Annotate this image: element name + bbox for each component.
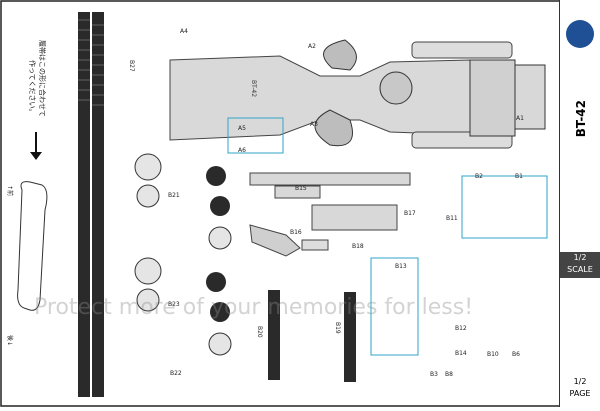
page-box: 1/2 PAGE (560, 376, 600, 402)
guide-box-b13 (370, 257, 419, 356)
part-label-b20: B20 (256, 326, 263, 338)
hull-piece (169, 39, 546, 149)
track-shape-guide (17, 181, 48, 311)
wheel-set-upper (134, 153, 232, 250)
part-label-b17: B17 (404, 210, 416, 217)
assembly-note-line-2: 作ってください。 (28, 60, 37, 115)
part-label-b22: B22 (170, 370, 182, 377)
hull-marking: BT-42 (250, 80, 257, 97)
part-label-a2: A2 (308, 43, 316, 50)
rear-label: 後↓ (6, 335, 14, 346)
part-label-b16: B16 (290, 229, 302, 236)
page-value: 1/2 (573, 377, 587, 386)
part-label-b19: B19 (334, 322, 341, 334)
part-label-b21: B21 (168, 192, 180, 199)
part-label-a5: A5 (238, 125, 246, 132)
part-label-b12: B12 (455, 325, 467, 332)
watermark: Protect more of your memories for less! (34, 295, 473, 320)
logo-icon (566, 20, 594, 48)
part-label-b15: B15 (295, 185, 307, 192)
part-label-a1: A1 (516, 115, 524, 122)
part-label-b23: B23 (168, 301, 180, 308)
part-label-a3: A3 (310, 121, 318, 128)
scale-box: 1/2 SCALE (560, 252, 600, 278)
page-label: PAGE (569, 389, 591, 398)
guide-box-b1-b2 (461, 175, 548, 239)
front-label: ↑前 (6, 185, 14, 196)
part-label-b8: B8 (445, 371, 453, 378)
title-panel: BT-42 1/2 SCALE 1/2 PAGE (559, 0, 600, 407)
suspension-arm-parts (249, 172, 411, 257)
axle-strips (268, 290, 356, 382)
part-label-b2: B2 (475, 173, 483, 180)
part-label-b14: B14 (455, 350, 467, 357)
part-label-a6: A6 (238, 147, 246, 154)
part-label-b18: B18 (352, 243, 364, 250)
part-label-b1: B1 (515, 173, 523, 180)
part-label-b13: B13 (395, 263, 407, 270)
part-label-b3: B3 (430, 371, 438, 378)
scale-value: 1/2 (573, 253, 587, 262)
guide-box-a5-a6 (227, 117, 284, 154)
wheel-set-lower (134, 257, 232, 356)
part-label-a4: A4 (180, 28, 188, 35)
part-label-b10: B10 (487, 351, 499, 358)
title: BT-42 (574, 100, 588, 138)
part-label-b27: B27 (128, 60, 135, 72)
assembly-note-line-1: 履帯はこの形に合わせて (38, 40, 47, 117)
track-strips (78, 12, 104, 397)
direction-arrow-icon (30, 132, 42, 160)
part-label-b6: B6 (512, 351, 520, 358)
part-label-b11: B11 (446, 215, 458, 222)
scale-label: SCALE (567, 265, 593, 274)
